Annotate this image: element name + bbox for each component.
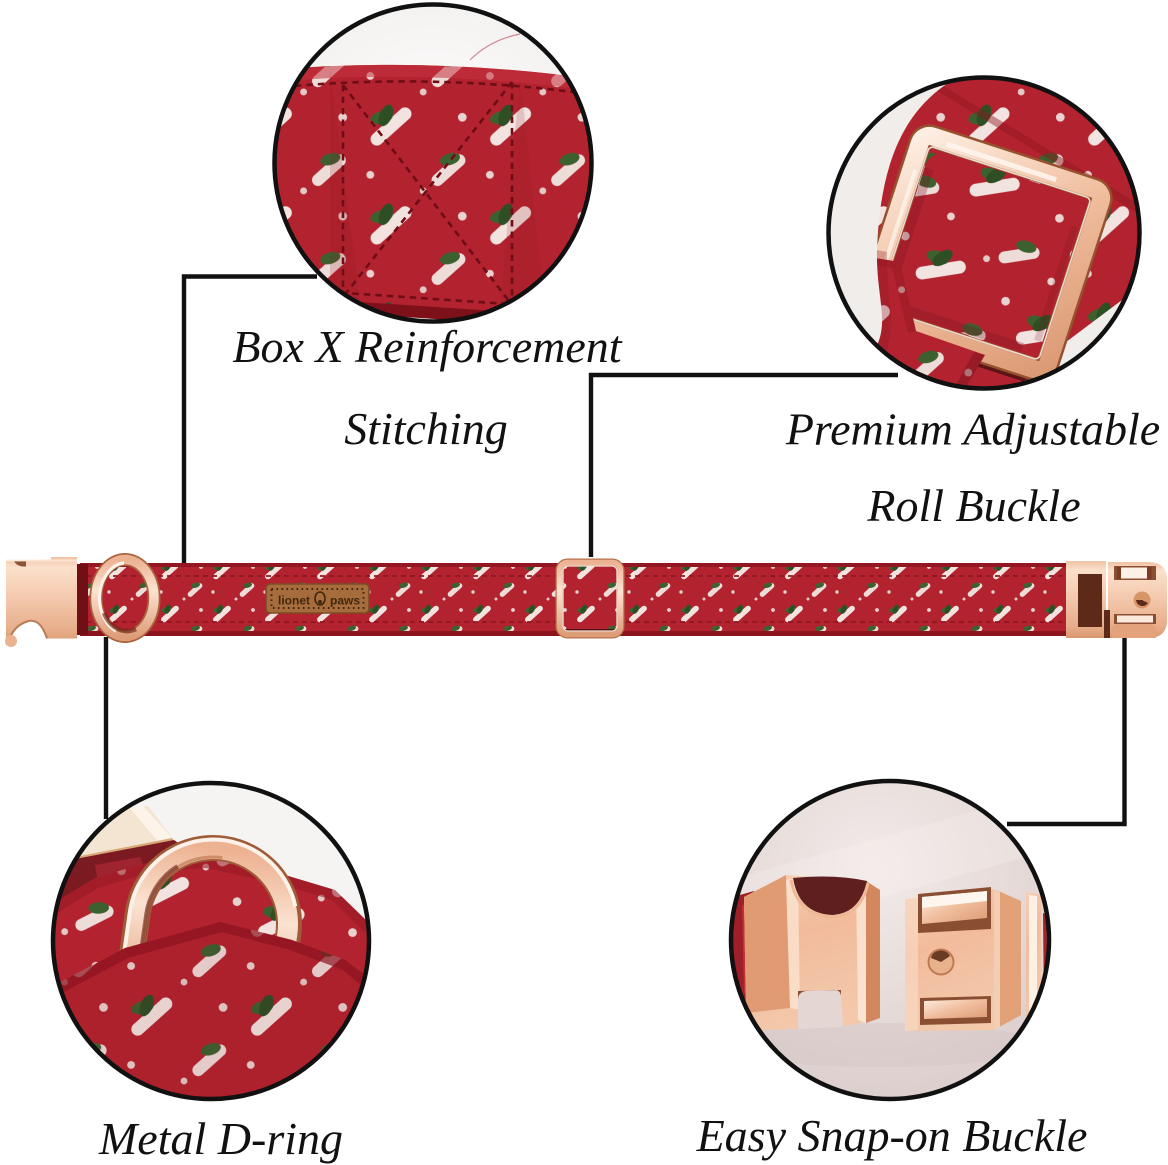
svg-text:Stitching: Stitching (344, 403, 508, 454)
svg-text:lionet: lionet (278, 594, 310, 608)
svg-text:Roll Buckle: Roll Buckle (866, 480, 1080, 531)
svg-text:Box X Reinforcement: Box X Reinforcement (232, 321, 622, 372)
svg-text:Easy Snap-on Buckle: Easy Snap-on Buckle (696, 1110, 1088, 1161)
svg-text:paws: paws (330, 594, 360, 608)
svg-text:Premium Adjustable: Premium Adjustable (785, 404, 1160, 455)
svg-text:Metal D-ring: Metal D-ring (98, 1113, 343, 1164)
